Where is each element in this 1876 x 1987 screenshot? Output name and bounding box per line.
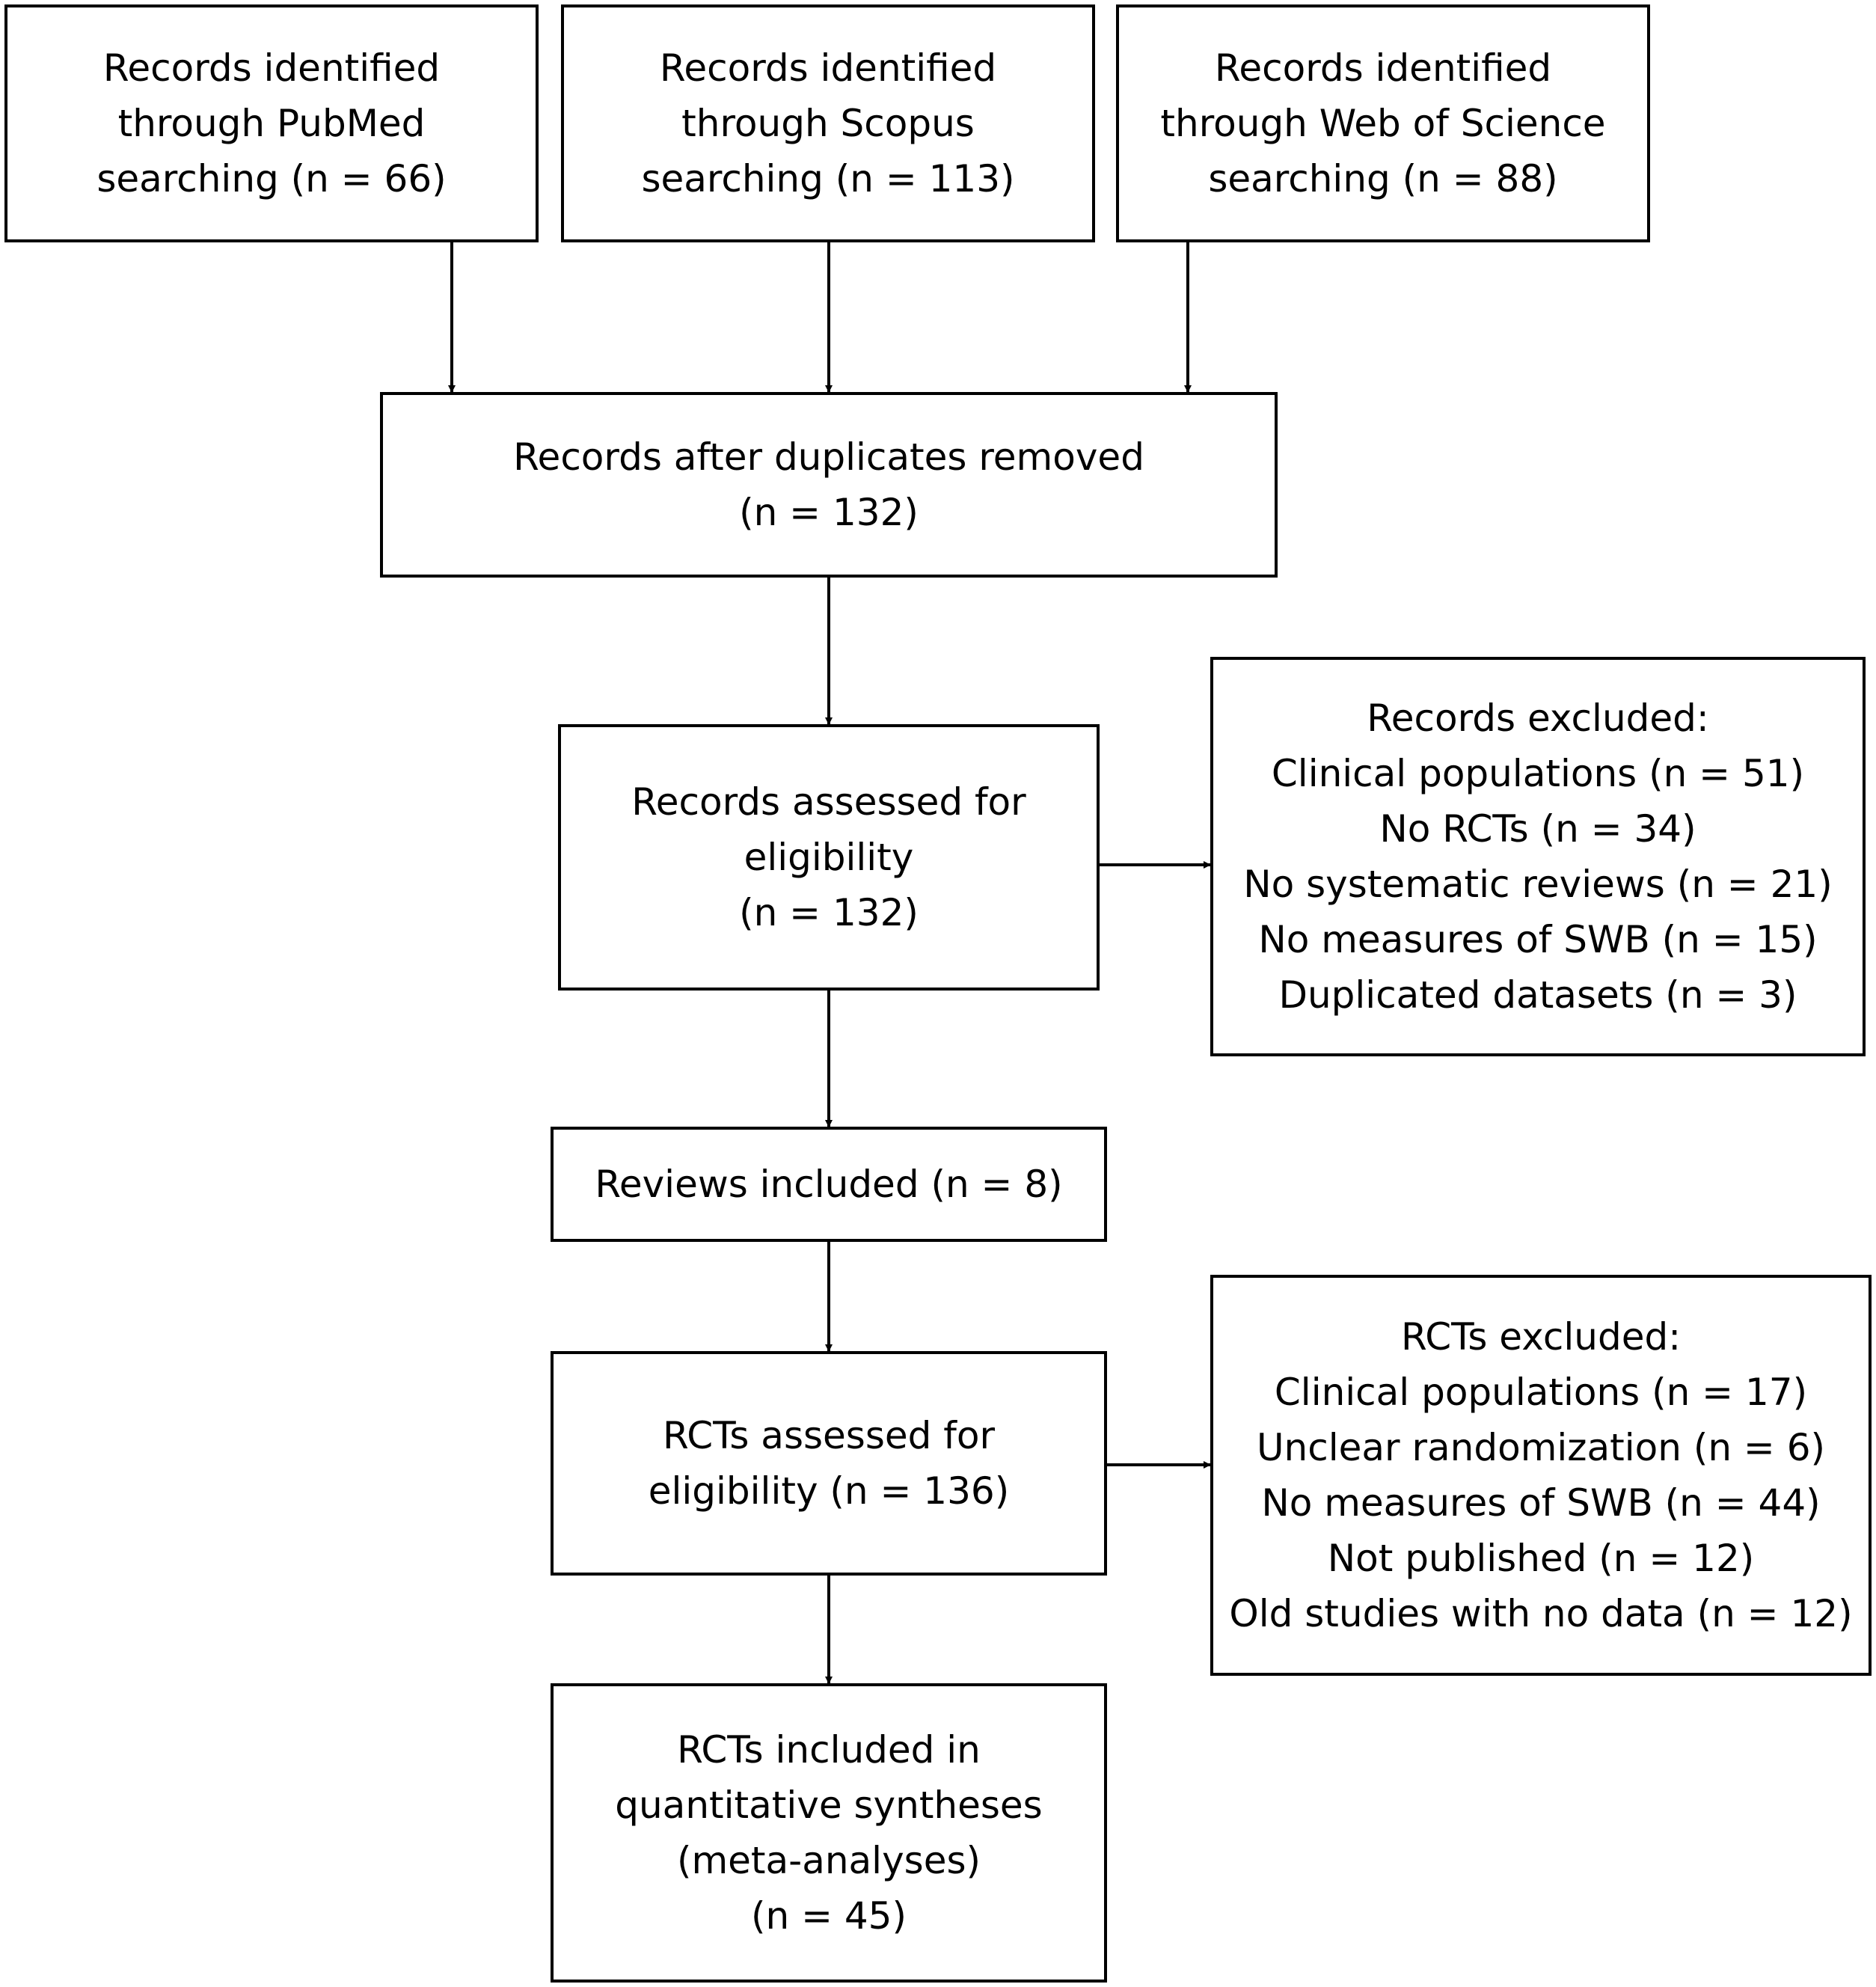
box-line: eligibility (n = 136) [648,1469,1010,1513]
records-assessed-box: Records assessed for eligibility (n = 13… [558,724,1100,991]
box-line: searching (n = 88) [1208,157,1558,200]
box-line: Reviews included (n = 8) [595,1163,1063,1206]
box-line: Unclear randomization (n = 6) [1256,1426,1826,1469]
box-line: No measures of SWB (n = 44) [1261,1481,1821,1525]
reviews-included-box: Reviews included (n = 8) [551,1127,1107,1242]
box-line: Records assessed for [631,780,1026,824]
box-line: (n = 45) [750,1894,907,1938]
box-line: Old studies with no data (n = 12) [1229,1592,1853,1635]
box-line: (meta-analyses) [676,1839,981,1882]
box-line: RCTs assessed for [662,1414,996,1457]
box-line: (n = 132) [739,891,919,934]
box-line: Records identified [1214,46,1552,90]
box-line: searching (n = 66) [96,157,447,200]
rcts-assessed-box: RCTs assessed for eligibility (n = 136) [551,1351,1107,1576]
rcts-included-box: RCTs included in quantitative syntheses … [551,1683,1107,1983]
box-line: through Scopus [681,102,975,145]
box-line: Records after duplicates removed [513,435,1144,479]
box-line: searching (n = 113) [641,157,1015,200]
box-line: quantitative syntheses [615,1784,1043,1827]
box-line: Not published (n = 12) [1327,1537,1755,1580]
rcts-excluded-box: RCTs excluded: Clinical populations (n =… [1210,1275,1872,1676]
box-line: Records identified [102,46,441,90]
pubmed-records-box: Records identified through PubMed search… [4,4,539,242]
duplicates-removed-box: Records after duplicates removed (n = 13… [380,392,1278,578]
box-line: Records identified [659,46,997,90]
box-line: RCTs excluded: [1400,1315,1682,1359]
box-line: Clinical populations (n = 17) [1274,1371,1808,1414]
box-line: through Web of Science [1160,102,1606,145]
box-line: through PubMed [117,102,426,145]
scopus-records-box: Records identified through Scopus search… [561,4,1095,242]
box-line: No RCTs (n = 34) [1379,807,1696,851]
records-excluded-box: Records excluded: Clinical populations (… [1210,657,1866,1056]
box-line: Clinical populations (n = 51) [1271,752,1805,795]
box-line: RCTs included in [677,1728,981,1772]
box-line: Records excluded: [1367,696,1709,740]
web-of-science-records-box: Records identified through Web of Scienc… [1116,4,1650,242]
box-line: No systematic reviews (n = 21) [1243,863,1833,906]
box-line: Duplicated datasets (n = 3) [1278,973,1797,1017]
box-line: eligibility [744,836,914,879]
box-line: No measures of SWB (n = 15) [1258,918,1818,961]
box-line: (n = 132) [739,491,919,534]
